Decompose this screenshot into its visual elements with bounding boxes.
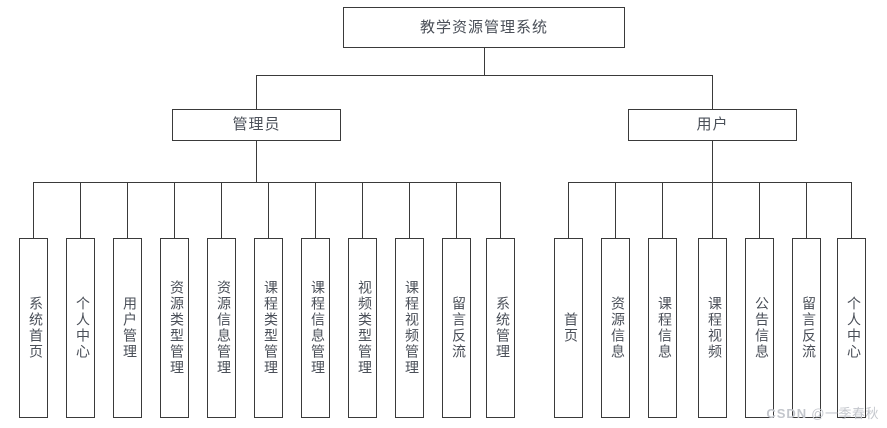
connector-user-leaf-drop (615, 182, 616, 238)
node-admin-leaf-6[interactable]: 课程信息管理 (301, 238, 330, 418)
connector-user-leaf-drop (806, 182, 807, 238)
connector-admin-leaf-drop (174, 182, 175, 238)
node-user-leaf-4[interactable]: 公告信息 (745, 238, 774, 418)
connector-admin-leaf-drop (268, 182, 269, 238)
node-user-leaf-2[interactable]: 课程信息 (648, 238, 677, 418)
node-user-leaf-label: 课程信息 (655, 296, 671, 360)
node-admin-leaf-1[interactable]: 个人中心 (66, 238, 95, 418)
node-user-leaf-6[interactable]: 个人中心 (837, 238, 866, 418)
connector-admin-leaf-drop (221, 182, 222, 238)
node-admin-leaf-label: 课程信息管理 (308, 280, 324, 376)
connector-admin-leaf-drop (362, 182, 363, 238)
node-user-leaf-label: 个人中心 (844, 296, 860, 360)
connector-admin-leaf-drop (409, 182, 410, 238)
connector-user-leaf-drop (712, 182, 713, 238)
node-root-system[interactable]: 教学资源管理系统 (343, 7, 625, 48)
connector-user-leaf-drop (851, 182, 852, 238)
node-user-leaf-label: 首页 (561, 312, 577, 344)
node-admin-leaf-label: 视频类型管理 (355, 280, 371, 376)
connector-admin-stem (256, 141, 257, 182)
node-user-leaf-1[interactable]: 资源信息 (601, 238, 630, 418)
node-root-label: 教学资源管理系统 (419, 19, 548, 36)
node-user-label: 用户 (696, 117, 729, 133)
node-admin-label: 管理员 (232, 117, 281, 133)
node-admin-leaf-label: 课程类型管理 (261, 280, 277, 376)
node-user-leaf-5[interactable]: 留言反流 (792, 238, 821, 418)
connector-admin-leaf-drop (80, 182, 81, 238)
connector-user-stem (712, 141, 713, 182)
node-admin-leaf-2[interactable]: 用户管理 (113, 238, 142, 418)
connector-admin-leaf-drop (315, 182, 316, 238)
connector-level1-bus (256, 75, 712, 76)
watermark: CSDN @一季春秋 (766, 403, 879, 422)
node-user-leaf-0[interactable]: 首页 (554, 238, 583, 418)
node-user-leaf-label: 公告信息 (752, 296, 768, 360)
node-user-leaf-label: 课程视频 (705, 296, 721, 360)
node-admin-leaf-label: 系统首页 (26, 296, 42, 360)
node-admin-leaf-5[interactable]: 课程类型管理 (254, 238, 283, 418)
node-admin-leaf-label: 资源信息管理 (214, 280, 230, 376)
watermark-handle: @一季春秋 (811, 406, 879, 421)
connector-admin-leaf-drop (456, 182, 457, 238)
node-user-leaf-label: 留言反流 (799, 296, 815, 360)
node-user[interactable]: 用户 (628, 109, 797, 141)
node-admin-leaf-10[interactable]: 系统管理 (486, 238, 515, 418)
node-admin-leaf-label: 用户管理 (120, 296, 136, 360)
connector-user-bus (568, 182, 852, 183)
connector-admin-leaf-drop (33, 182, 34, 238)
node-admin[interactable]: 管理员 (172, 109, 341, 141)
node-admin-leaf-label: 课程视频管理 (402, 280, 418, 376)
connector-user-leaf-drop (568, 182, 569, 238)
connector-admin-leaf-drop (500, 182, 501, 238)
node-admin-leaf-8[interactable]: 课程视频管理 (395, 238, 424, 418)
node-admin-leaf-3[interactable]: 资源类型管理 (160, 238, 189, 418)
node-admin-leaf-label: 个人中心 (73, 296, 89, 360)
node-admin-leaf-9[interactable]: 留言反流 (442, 238, 471, 418)
connector-drop-user (712, 75, 713, 109)
node-admin-leaf-label: 资源类型管理 (167, 280, 183, 376)
connector-admin-leaf-drop (127, 182, 128, 238)
node-admin-leaf-0[interactable]: 系统首页 (19, 238, 48, 418)
watermark-brand: CSDN (766, 406, 808, 421)
node-admin-leaf-label: 留言反流 (449, 296, 465, 360)
node-admin-leaf-4[interactable]: 资源信息管理 (207, 238, 236, 418)
connector-root-stem (484, 48, 485, 75)
connector-user-leaf-drop (759, 182, 760, 238)
node-admin-leaf-7[interactable]: 视频类型管理 (348, 238, 377, 418)
node-user-leaf-label: 资源信息 (608, 296, 624, 360)
connector-admin-bus (33, 182, 500, 183)
connector-user-leaf-drop (662, 182, 663, 238)
node-admin-leaf-label: 系统管理 (493, 296, 509, 360)
connector-drop-admin (256, 75, 257, 109)
node-user-leaf-3[interactable]: 课程视频 (698, 238, 727, 418)
